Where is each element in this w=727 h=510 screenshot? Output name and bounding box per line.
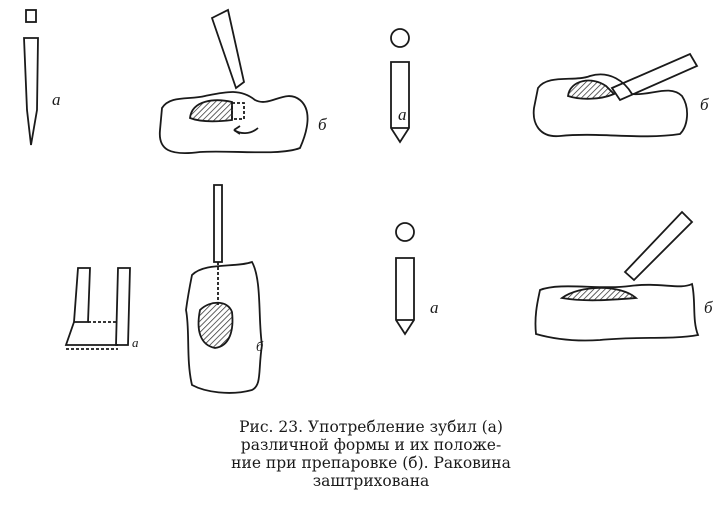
- caption-line: заштрихована: [312, 472, 430, 490]
- figure-caption: Рис. 23. Употребление зубил (а) различно…: [196, 418, 546, 490]
- chisel-square-tip: [23, 9, 39, 146]
- rock-specimen-3: [185, 184, 263, 394]
- label-b-2: б: [700, 95, 709, 114]
- caption-line: Рис. 23. Употребление зубил (а): [239, 418, 503, 436]
- label-a-2: а: [398, 105, 407, 124]
- label-b-1: б: [318, 115, 327, 134]
- caption-line: ние при препаровке (б). Раковина: [231, 454, 511, 472]
- label-b-4: б: [704, 298, 713, 317]
- rock-specimen-2: [532, 52, 699, 138]
- label-b-3: б: [256, 340, 264, 355]
- chisel-round-tip-2: [395, 222, 415, 336]
- rock-specimen-4: [534, 210, 700, 342]
- label-a-1: а: [52, 90, 61, 109]
- label-a-4: а: [430, 298, 439, 317]
- chisel-flat-wide: [64, 267, 131, 350]
- chisel-round-tip-1: [390, 28, 410, 144]
- caption-line: различной формы и их положе-: [240, 436, 502, 454]
- label-a-3: а: [132, 335, 139, 350]
- rock-specimen-1: [159, 8, 309, 154]
